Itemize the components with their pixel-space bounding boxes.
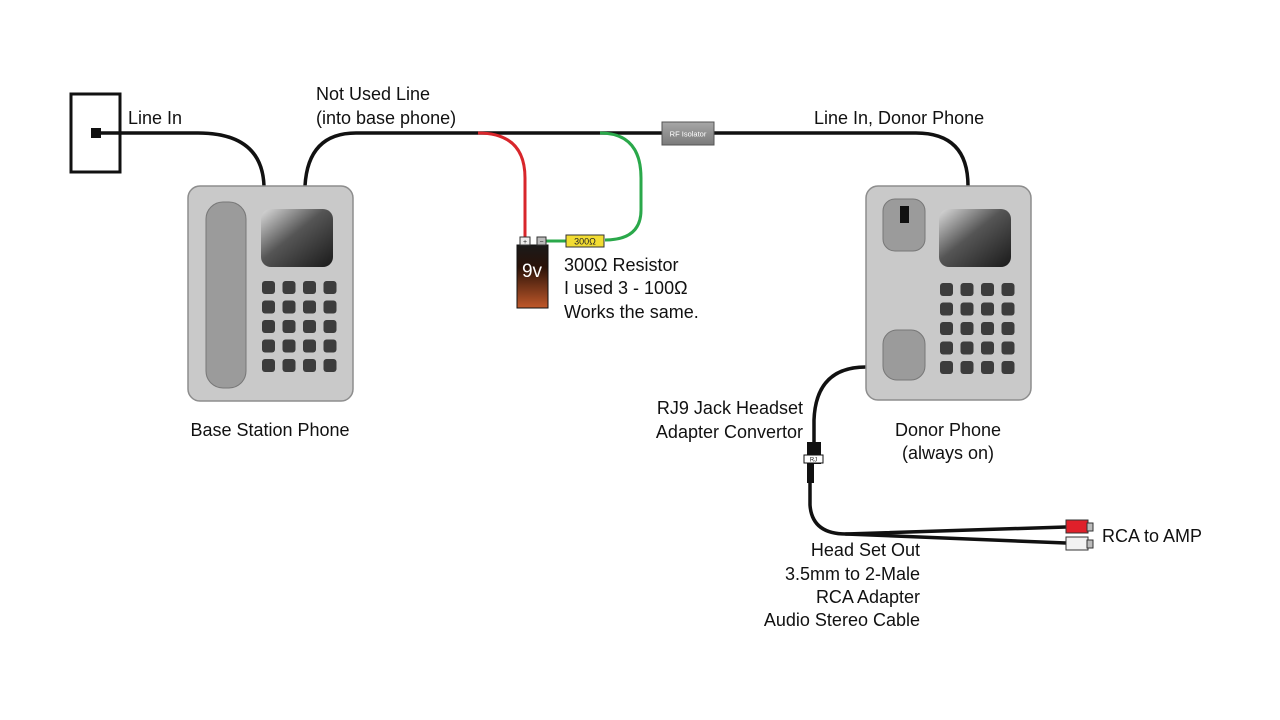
- keypad-key: [303, 339, 316, 353]
- audio-cable-split: [844, 532, 1068, 545]
- keypad-key: [282, 320, 296, 333]
- line-in-donor-label: Line In, Donor Phone: [814, 108, 984, 128]
- donor-jack-slot: [882, 198, 926, 252]
- donor-keypad: [940, 283, 1015, 374]
- keypad-key: [960, 302, 974, 316]
- rca-plug-white: [1065, 536, 1094, 551]
- keypad-key: [303, 359, 316, 372]
- headset-cable: [812, 365, 868, 446]
- donor-screen: [939, 209, 1011, 267]
- resistor-note-3: Works the same.: [564, 302, 699, 322]
- keypad-key: [1001, 361, 1015, 374]
- donor-phone-label: Donor Phone: [895, 420, 1001, 440]
- resistor-note-1: 300Ω Resistor: [564, 255, 679, 275]
- rj9-label-2: Adapter Convertor: [656, 422, 803, 442]
- rf-isolator-label: RF Isolator: [670, 130, 707, 139]
- battery-minus: −: [539, 239, 543, 246]
- battery-label: 9v: [522, 261, 543, 282]
- rca-to-amp-label: RCA to AMP: [1102, 526, 1202, 546]
- keypad-key: [960, 341, 974, 355]
- keypad-key: [981, 322, 994, 335]
- rf-isolator: RF Isolator: [661, 121, 715, 146]
- base-screen: [261, 209, 333, 267]
- keypad-key: [303, 281, 316, 294]
- keypad-key: [323, 300, 337, 314]
- keypad-key: [303, 320, 316, 333]
- line-in-label: Line In: [128, 108, 182, 128]
- donor-phone: [865, 185, 1032, 401]
- resistor: 300Ω: [565, 234, 605, 248]
- rj9-tag: RJ: [810, 458, 817, 464]
- keypad-key: [262, 339, 275, 353]
- base-keypad: [262, 281, 337, 372]
- resistor-tag: 300Ω: [574, 237, 596, 247]
- keypad-key: [940, 283, 953, 296]
- base-handset: [205, 201, 247, 389]
- resistor-note-2: I used 3 - 100Ω: [564, 278, 688, 298]
- keypad-key: [1001, 322, 1015, 335]
- keypad-key: [981, 361, 994, 374]
- keypad-key: [282, 359, 296, 372]
- keypad-key: [940, 322, 953, 335]
- keypad-key: [960, 322, 974, 335]
- headset-out-label-2: 3.5mm to 2-Male: [785, 564, 920, 584]
- battery-9v: + − 9v: [516, 236, 549, 309]
- keypad-key: [323, 339, 337, 353]
- keypad-key: [1001, 283, 1015, 296]
- green-wire: [599, 131, 643, 242]
- base-station-label: Base Station Phone: [190, 420, 349, 440]
- keypad-key: [262, 300, 275, 314]
- keypad-key: [1001, 341, 1015, 355]
- keypad-key: [262, 320, 275, 333]
- keypad-key: [981, 302, 994, 316]
- phone-line-wire: [303, 131, 970, 188]
- keypad-key: [940, 341, 953, 355]
- keypad-key: [303, 300, 316, 314]
- keypad-key: [960, 361, 974, 374]
- keypad-key: [323, 359, 337, 372]
- keypad-key: [981, 283, 994, 296]
- red-wire: [477, 131, 527, 238]
- keypad-key: [282, 300, 296, 314]
- not-used-line-label: Not Used Line: [316, 84, 430, 104]
- rca-plug-red: [1065, 519, 1094, 534]
- keypad-key: [282, 339, 296, 353]
- headset-out-label-1: Head Set Out: [811, 540, 920, 560]
- keypad-key: [262, 359, 275, 372]
- line-in-wire: [94, 131, 266, 188]
- donor-speaker: [882, 329, 926, 381]
- base-station-phone: [187, 185, 354, 402]
- keypad-key: [940, 302, 953, 316]
- keypad-key: [323, 281, 337, 294]
- keypad-key: [323, 320, 337, 333]
- rj9-label-1: RJ9 Jack Headset: [657, 398, 803, 418]
- keypad-key: [940, 361, 953, 374]
- keypad-key: [981, 341, 994, 355]
- battery-plus: +: [523, 239, 527, 246]
- audio-cable: [808, 481, 1068, 536]
- keypad-key: [262, 281, 275, 294]
- headset-out-label-3: RCA Adapter: [816, 587, 920, 607]
- donor-phone-sublabel: (always on): [902, 443, 994, 463]
- keypad-key: [1001, 302, 1015, 316]
- rj9-adapter: RJ: [803, 442, 824, 483]
- not-used-line-sublabel: (into base phone): [316, 108, 456, 128]
- headset-out-label-4: Audio Stereo Cable: [764, 610, 920, 630]
- keypad-key: [960, 283, 974, 296]
- keypad-key: [282, 281, 296, 294]
